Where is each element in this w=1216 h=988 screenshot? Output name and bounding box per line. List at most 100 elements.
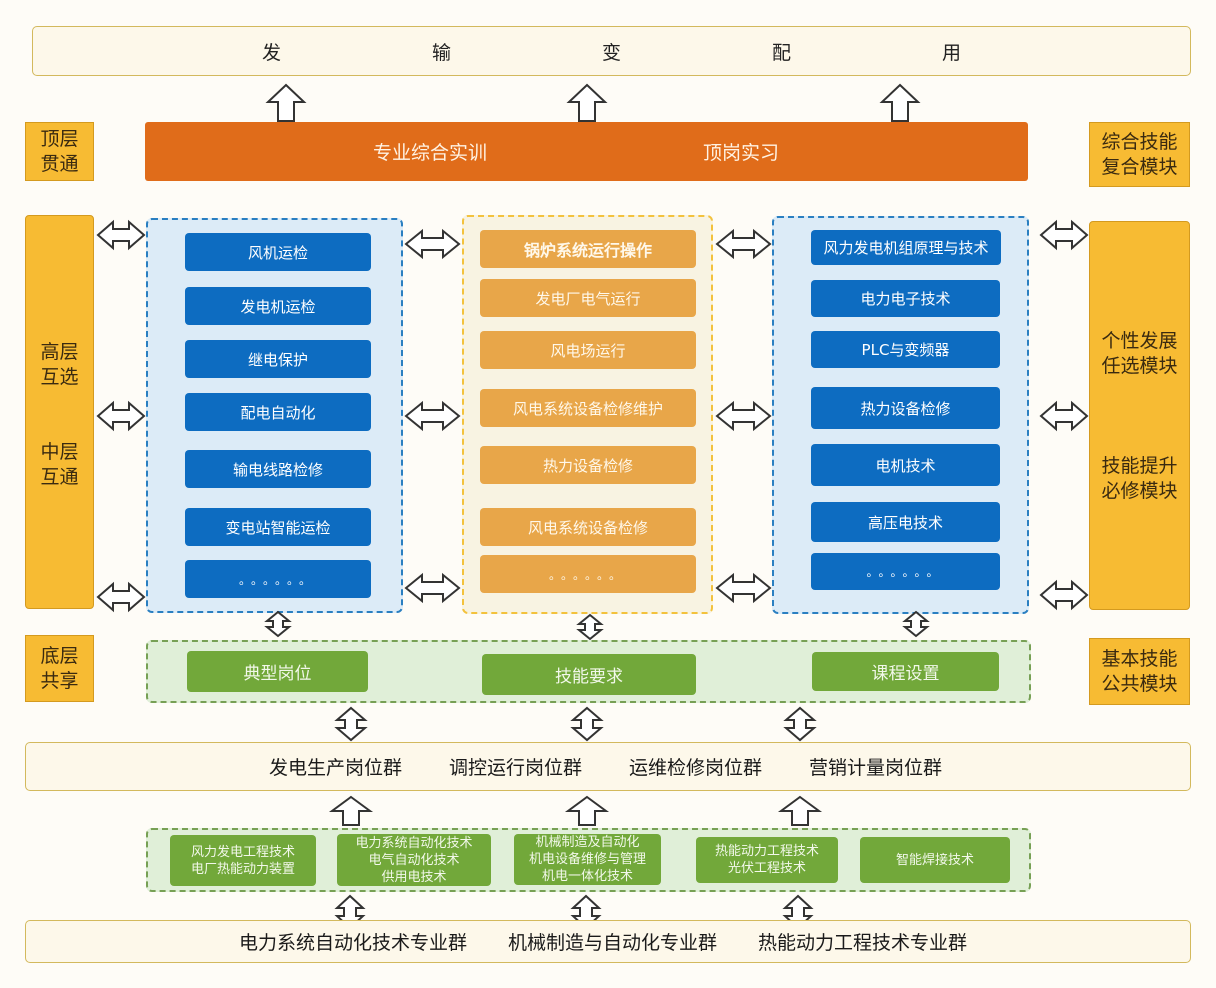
major-chip: 热能动力工程技术 光伏工程技术	[696, 837, 838, 883]
major-name: 电气自动化技术	[368, 852, 460, 868]
tag-high-mid-layer: 高层 互选 中层 互通	[25, 215, 94, 609]
vertical-double-arrow-icon	[576, 613, 604, 641]
vertical-double-arrow-icon	[570, 706, 604, 742]
job-group-label: 调控运行岗位群	[449, 757, 583, 779]
tag-line: 互通	[40, 466, 79, 488]
up-arrow-icon	[328, 795, 374, 826]
professional-group-label: 热能动力工程技术专业群	[758, 932, 968, 954]
tag-line: 高层	[40, 341, 79, 363]
tag-line: 个性发展	[1101, 330, 1178, 352]
double-arrow-icon	[404, 572, 461, 604]
up-arrow-icon	[566, 83, 608, 122]
tag-line: 必修模块	[1101, 480, 1178, 502]
double-arrow-icon	[96, 219, 146, 251]
course-item: 热力设备检修	[480, 446, 696, 484]
double-arrow-icon	[96, 400, 146, 432]
vertical-double-arrow-icon	[902, 610, 930, 638]
tag-line: 任选模块	[1101, 355, 1178, 377]
course-item-more: 。。。。。。	[480, 555, 696, 593]
tag-optional-required-module: 个性发展 任选模块 技能提升 必修模块	[1089, 221, 1190, 610]
course-item-more: 。。。。。。	[811, 553, 1000, 590]
double-arrow-icon	[404, 400, 461, 432]
double-arrow-icon	[404, 228, 461, 260]
course-item: 继电保护	[185, 340, 371, 378]
tag-line: 中层	[40, 441, 79, 463]
vertical-double-arrow-icon	[264, 610, 292, 638]
course-item: 风电系统设备检修维护	[480, 389, 696, 427]
course-item: 热力设备检修	[811, 387, 1000, 429]
professional-group-label: 机械制造与自动化专业群	[508, 932, 718, 954]
course-item: 高压电技术	[811, 502, 1000, 542]
up-arrow-icon	[564, 795, 610, 826]
tag-top-layer: 顶层 贯通	[25, 122, 94, 181]
course-item: 发电机运检	[185, 287, 371, 325]
course-item: 电力电子技术	[811, 280, 1000, 317]
top-chain-char: 输	[432, 41, 452, 64]
up-arrow-icon	[777, 795, 823, 826]
double-arrow-icon	[1039, 400, 1089, 432]
tag-line: 贯通	[40, 152, 79, 175]
major-name: 电力系统自动化技术	[355, 835, 473, 851]
tag-line: 底层	[40, 644, 79, 667]
double-arrow-icon	[1039, 219, 1089, 251]
professional-group-label: 电力系统自动化技术专业群	[239, 932, 468, 954]
job-group-label: 发电生产岗位群	[269, 757, 403, 779]
tag-line: 顶层	[40, 127, 79, 150]
major-name: 光伏工程技术	[727, 861, 806, 876]
major-name: 机电设备维修与管理	[528, 852, 646, 867]
tag-line: 公共模块	[1101, 672, 1178, 695]
major-name: 供用电技术	[381, 869, 447, 885]
tag-line: 共享	[40, 669, 79, 692]
vertical-double-arrow-icon	[783, 706, 817, 742]
tag-line: 互选	[40, 366, 79, 388]
double-arrow-icon	[715, 228, 772, 260]
course-item: 风电系统设备检修	[480, 508, 696, 546]
double-arrow-icon	[715, 400, 772, 432]
course-item: 输电线路检修	[185, 450, 371, 488]
job-group-label: 运维检修岗位群	[629, 757, 763, 779]
job-group-bar: 发电生产岗位群 调控运行岗位群 运维检修岗位群 营销计量岗位群	[25, 742, 1191, 791]
shared-item: 技能要求	[482, 654, 696, 695]
top-chain-char: 配	[772, 41, 792, 64]
tag-line: 综合技能	[1101, 130, 1178, 153]
shared-item: 课程设置	[812, 652, 999, 691]
major-chip: 机械制造及自动化 机电设备维修与管理 机电一体化技术	[514, 834, 661, 885]
job-group-label: 营销计量岗位群	[809, 757, 943, 779]
course-item: 风力发电机组原理与技术	[811, 230, 1001, 265]
top-chain-char: 用	[942, 41, 962, 64]
major-name: 热能动力工程技术	[714, 844, 819, 859]
comprehensive-training-bar: 专业综合实训 顶岗实习	[145, 122, 1028, 181]
tag-line: 基本技能	[1101, 647, 1178, 670]
double-arrow-icon	[715, 572, 772, 604]
major-name: 电厂热能动力装置	[190, 861, 295, 877]
course-item: 发电厂电气运行	[480, 279, 696, 317]
tag-basic-module: 基本技能 公共模块	[1089, 638, 1190, 705]
top-chain-bar: 发 输 变 配 用	[32, 26, 1191, 76]
course-item: 电机技术	[811, 444, 1000, 486]
major-name: 机电一体化技术	[541, 869, 633, 884]
course-item: 风电场运行	[480, 331, 696, 369]
up-arrow-icon	[265, 83, 307, 122]
course-item: 变电站智能运检	[185, 508, 371, 546]
tag-line: 技能提升	[1101, 455, 1178, 477]
top-chain-char: 发	[262, 41, 282, 64]
tag-bottom-layer: 底层 共享	[25, 635, 94, 702]
tag-line: 复合模块	[1101, 155, 1178, 178]
internship-label: 顶岗实习	[703, 142, 780, 164]
major-chip: 电力系统自动化技术 电气自动化技术 供用电技术	[337, 834, 491, 886]
course-item: PLC与变频器	[811, 331, 1000, 368]
course-item: 锅炉系统运行操作	[480, 230, 696, 268]
top-chain-char: 变	[602, 41, 622, 64]
major-name: 智能焊接技术	[895, 852, 974, 868]
vertical-double-arrow-icon	[334, 706, 368, 742]
major-chip: 风力发电工程技术 电厂热能动力装置	[170, 835, 316, 886]
double-arrow-icon	[1039, 579, 1089, 611]
major-name: 机械制造及自动化	[535, 835, 640, 850]
course-item: 风机运检	[185, 233, 371, 271]
specialized-training-label: 专业综合实训	[373, 142, 488, 164]
major-name: 风力发电工程技术	[190, 844, 295, 860]
up-arrow-icon	[879, 83, 921, 122]
tag-comprehensive-module: 综合技能 复合模块	[1089, 122, 1190, 187]
major-chip: 智能焊接技术	[860, 837, 1010, 883]
shared-item: 典型岗位	[187, 651, 368, 692]
